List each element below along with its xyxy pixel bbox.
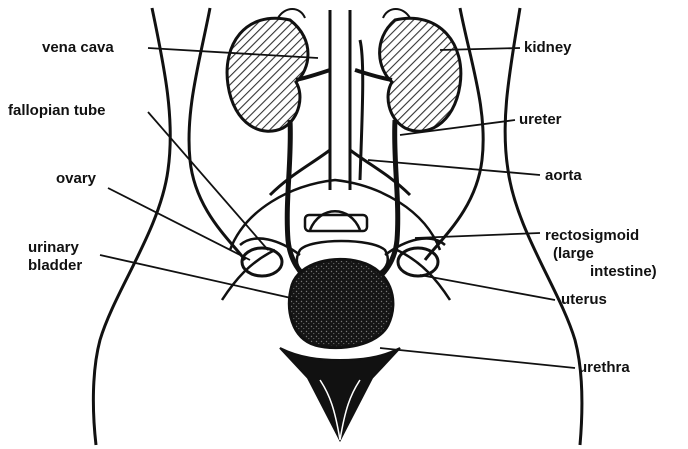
left-ureter — [287, 120, 312, 282]
label-intestine: intestine) — [590, 263, 657, 280]
kidneys — [227, 9, 461, 131]
ureters — [287, 120, 398, 282]
label-bladder: bladder — [28, 257, 82, 274]
label-rectosigmoid: rectosigmoid — [545, 227, 639, 244]
urethra-region — [280, 348, 400, 440]
label-ureter: ureter — [519, 111, 562, 128]
label-kidney: kidney — [524, 39, 572, 56]
label-aorta: aorta — [545, 167, 582, 184]
label-large: (large — [553, 245, 594, 262]
left-ovary — [242, 248, 282, 276]
urinary-bladder — [289, 259, 393, 347]
right-ureter — [372, 120, 398, 282]
left-kidney — [227, 18, 308, 131]
label-fallopian-tube: fallopian tube — [8, 102, 106, 119]
vena-cava — [330, 10, 350, 190]
label-uterus: uterus — [561, 291, 607, 308]
label-ovary: ovary — [56, 170, 97, 187]
label-vena-cava: vena cava — [42, 39, 114, 56]
label-urinary: urinary — [28, 239, 80, 256]
right-kidney — [380, 18, 461, 131]
label-urethra: urethra — [578, 359, 630, 376]
